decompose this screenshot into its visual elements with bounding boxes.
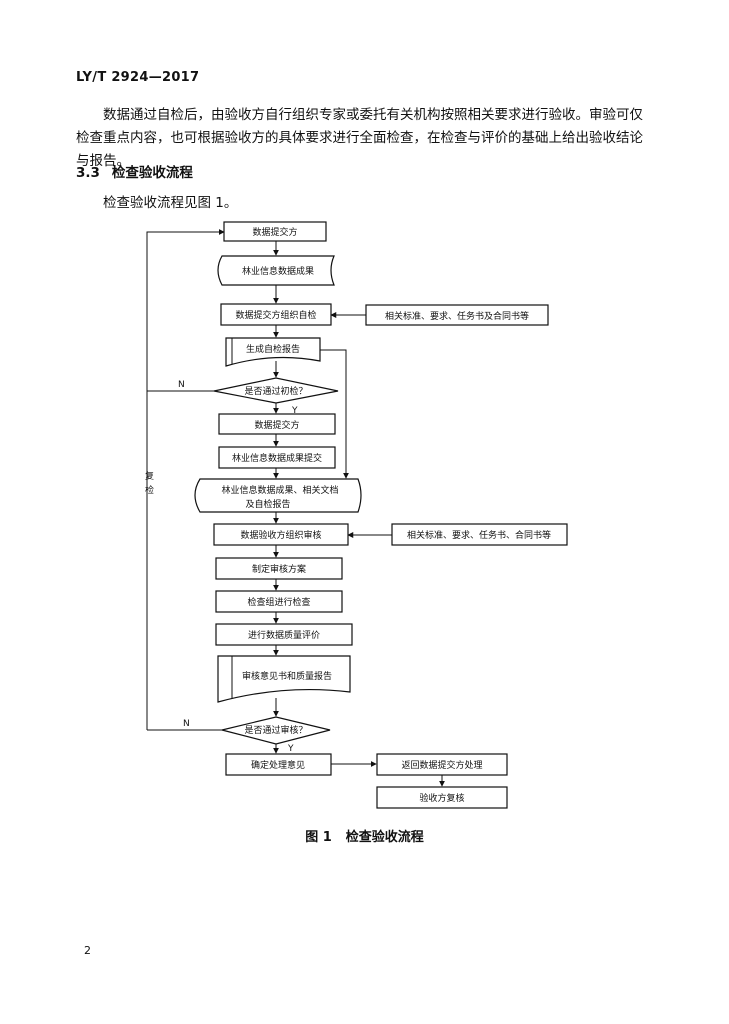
node-standards-2: 相关标准、要求、任务书、合同书等 (391, 523, 568, 546)
section-title: 检查验收流程 (111, 165, 193, 181)
node-pass-initial: 是否通过初检？ (213, 377, 339, 404)
label-yes-1: Y (291, 406, 298, 416)
label-recheck-1: 复 (145, 470, 154, 482)
node-self-check-label: 数据提交方组织自检 (235, 309, 316, 321)
node-forestry-submit-label: 林业信息数据成果提交 (232, 452, 322, 464)
node-combined-label-1: 林业信息数据成果、相关文档 (221, 484, 338, 496)
node-acceptor-review-label: 数据验收方组织审核 (240, 529, 321, 541)
node-forestry-data-label: 林业信息数据成果 (242, 265, 314, 277)
label-no-1: N (178, 380, 185, 390)
line-recheck-loop (146, 229, 225, 730)
node-submitter: 数据提交方 (223, 221, 327, 242)
node-recheck-acceptor-label: 验收方复核 (419, 792, 464, 804)
node-standards-1-label: 相关标准、要求、任务书及合同书等 (385, 310, 529, 322)
line-report-to-combined (320, 349, 349, 479)
node-pass-review: 是否通过审核？ (221, 716, 331, 745)
section-heading: 3.3 检查验收流程 (76, 161, 193, 181)
body-paragraph: 数据通过自检后，由验收方自行组织专家或委托有关机构按照相关要求进行验收。审验可仅… (76, 107, 643, 169)
node-review-report-label: 审核意见书和质量报告 (242, 670, 332, 682)
node-forestry-submit: 林业信息数据成果提交 (218, 446, 336, 469)
node-self-report-label: 生成自检报告 (246, 343, 300, 355)
node-self-check: 数据提交方组织自检 (220, 303, 332, 326)
node-forestry-data: 林业信息数据成果 (217, 255, 335, 286)
section-number: 3.3 (76, 165, 100, 181)
node-review-plan-label: 制定审核方案 (252, 563, 306, 575)
node-standards-2-label: 相关标准、要求、任务书、合同书等 (407, 529, 551, 541)
node-decision-label: 确定处理意见 (251, 759, 305, 771)
label-no-2: N (183, 719, 190, 729)
node-review-report: 审核意见书和质量报告 (217, 655, 351, 703)
figure-number: 图 1 (305, 830, 332, 845)
label-recheck-2: 检 (145, 484, 154, 496)
node-inspection-label: 检查组进行检查 (247, 596, 310, 608)
flow-connectors (146, 229, 445, 787)
page-number: 2 (84, 944, 91, 957)
node-inspection: 检查组进行检查 (215, 590, 343, 613)
node-submitter-2-label: 数据提交方 (254, 419, 299, 431)
node-quality-eval: 进行数据质量评价 (215, 623, 353, 646)
node-self-report: 生成自检报告 (225, 337, 321, 367)
standard-code: LY/T 2924—2017 (76, 70, 200, 85)
node-combined-data: 林业信息数据成果、相关文档 及自检报告 (194, 478, 362, 513)
node-acceptor-review: 数据验收方组织审核 (213, 523, 349, 546)
node-submitter-label: 数据提交方 (252, 226, 297, 238)
node-decision: 确定处理意见 (225, 753, 332, 776)
node-recheck-acceptor: 验收方复核 (376, 786, 508, 809)
node-return-submitter-label: 返回数据提交方处理 (401, 759, 482, 771)
figure-caption: 图 1 检查验收流程 (0, 826, 729, 845)
node-standards-1: 相关标准、要求、任务书及合同书等 (365, 304, 549, 326)
node-quality-eval-label: 进行数据质量评价 (248, 629, 320, 641)
node-pass-review-label: 是否通过审核？ (244, 724, 307, 736)
node-pass-initial-label: 是否通过初检？ (244, 385, 307, 397)
node-submitter-2: 数据提交方 (218, 413, 336, 435)
figure-title: 检查验收流程 (345, 830, 424, 845)
label-yes-2: Y (287, 744, 294, 754)
node-return-submitter: 返回数据提交方处理 (376, 753, 508, 776)
node-review-plan: 制定审核方案 (215, 557, 343, 580)
intro-sentence: 检查验收流程见图 1。 (103, 195, 238, 211)
node-combined-label-2: 及自检报告 (245, 498, 290, 510)
